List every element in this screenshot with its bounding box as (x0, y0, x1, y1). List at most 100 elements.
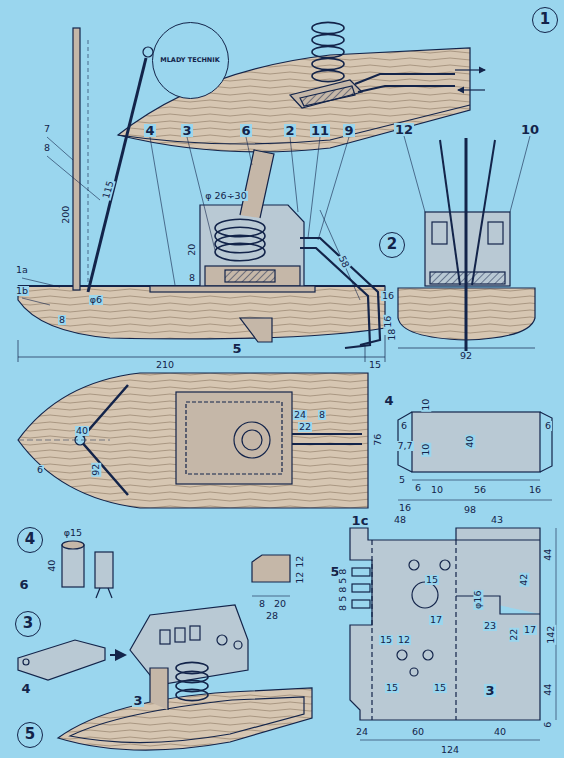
dimension: 16 (381, 291, 395, 301)
view-number: 1 (532, 7, 558, 33)
dimension: φ15 (63, 528, 83, 538)
dimension: 40 (493, 727, 507, 737)
node-text: 4 (25, 532, 35, 548)
dimension: 16 (528, 485, 542, 495)
dimension: 115 (101, 179, 115, 201)
coil-winding (312, 34, 344, 45)
dimension: 15 (379, 635, 393, 645)
dimension: φ6 (89, 295, 103, 305)
dimension: 17 (523, 625, 537, 635)
dimension: 12 (295, 571, 305, 585)
dimension: 15 (433, 683, 447, 693)
node-text: 5 (25, 727, 35, 743)
dimension: 200 (61, 205, 71, 225)
dimension: 16 (383, 315, 393, 329)
dimension: 22 (298, 422, 312, 432)
dimension: 60 (411, 727, 425, 737)
dimension: 18 (387, 328, 397, 342)
coil-winding (312, 58, 344, 69)
callout-number: 1c (351, 514, 370, 527)
dimension: 8 (258, 599, 266, 609)
dimension: 10 (430, 485, 444, 495)
coil-winding (312, 70, 344, 81)
node-text: MLADY TECHNIK (160, 57, 220, 64)
node-text: 3 (23, 616, 33, 632)
callout-number: 12 (394, 123, 414, 136)
dimension: 48 (393, 515, 407, 525)
callout-number: 3 (132, 694, 143, 707)
view-number: 4 (17, 527, 43, 553)
dimension: 8 (188, 273, 196, 283)
dimension: 8 (318, 410, 326, 420)
dimension: 76 (373, 433, 383, 447)
callout-number: 3 (484, 684, 495, 697)
callout-number: 5 (231, 342, 242, 355)
dimension: 15 (385, 683, 399, 693)
dimension: 6 (414, 483, 422, 493)
dimension: 20 (187, 243, 197, 257)
logo-badge: MLADY TECHNIK (152, 22, 229, 99)
dimension: 7 (43, 124, 51, 134)
dimension: 8 (43, 143, 51, 153)
callout-number: 4 (144, 124, 155, 137)
dimension: φ16 (473, 590, 483, 610)
coil-winding (176, 689, 208, 700)
node-text: 2 (387, 237, 397, 253)
coil-winding (215, 243, 265, 261)
callout-number: 4 (383, 394, 394, 407)
callout-number: 6 (18, 578, 29, 591)
dimension: 1a (15, 265, 29, 275)
view-number: 3 (15, 611, 41, 637)
dimension: 124 (440, 745, 460, 755)
dimension: 22 (509, 628, 519, 642)
dimension: 40 (75, 426, 89, 436)
callout-number: 6 (240, 124, 251, 137)
dimension: φ 26÷30 (204, 191, 247, 201)
callout-number: 3 (181, 124, 192, 137)
callout-number: 4 (20, 682, 31, 695)
dimension: 15 (368, 360, 382, 370)
dimension: 210 (155, 360, 175, 370)
dimension: 1b (15, 286, 29, 296)
dimension: 10 (421, 443, 431, 457)
dimension: 92 (459, 351, 473, 361)
dimension: 92 (91, 463, 101, 477)
dimension: 98 (463, 505, 477, 515)
dimension: 6 (400, 421, 408, 431)
dimension: 43 (490, 515, 504, 525)
dimension: 44 (543, 683, 553, 697)
dimension: 16 (398, 503, 412, 513)
dimension: 142 (546, 625, 556, 645)
dimension: 6 (543, 721, 553, 729)
dimension: 24 (355, 727, 369, 737)
dimension: 7,7 (396, 441, 413, 451)
dimension: 20 (273, 599, 287, 609)
dimension: 40 (47, 559, 57, 573)
dimension: 8 (58, 315, 66, 325)
dimension: 42 (519, 573, 529, 587)
dimension: 10 (421, 398, 431, 412)
view-number: 2 (379, 232, 405, 258)
dimension: 5 (398, 475, 406, 485)
dimension: 56 (473, 485, 487, 495)
coil-winding (312, 22, 344, 33)
dimension: 24 (293, 410, 307, 420)
dimension: 12 (397, 635, 411, 645)
dimension: 8 5 8 5 8 (338, 568, 348, 612)
dimension: 12 (295, 555, 305, 569)
callout-number: 10 (520, 123, 540, 136)
dimension: 44 (543, 548, 553, 562)
callout-number: 11 (310, 124, 330, 137)
dimension: 40 (465, 435, 475, 449)
dimension: 6 (544, 421, 552, 431)
coil-winding (312, 46, 344, 57)
callout-number: 2 (284, 124, 295, 137)
dimension: 28 (265, 611, 279, 621)
view-number: 5 (17, 722, 43, 748)
node-text: 1 (540, 12, 550, 28)
callout-number: 9 (343, 124, 354, 137)
dimension: 6 (36, 465, 44, 475)
dimension: 17 (429, 615, 443, 625)
dimension: 23 (483, 621, 497, 631)
